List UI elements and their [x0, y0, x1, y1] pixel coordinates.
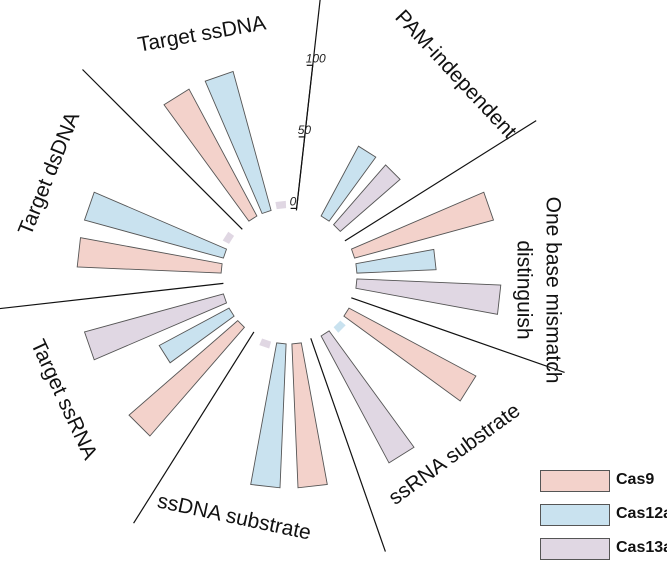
- radial-axis: 0 50 100: [290, 51, 326, 209]
- radial-tick-label-0: 0: [290, 194, 297, 208]
- group-label-target-ssrna: Target ssRNA: [26, 336, 102, 463]
- bar-target-ssrna-cas9: [128, 319, 246, 437]
- radial-tick-label-100: 100: [306, 51, 326, 65]
- bar-target-ssrna-cas12a: [158, 307, 235, 364]
- group-separator: [344, 120, 537, 242]
- legend-label-cas13a: Cas13a: [616, 539, 667, 556]
- group-label-one-base-mismatch-distinguish-line-1: One base mismatch: [541, 197, 564, 384]
- group-separator: [351, 297, 565, 373]
- legend-item-cas12a: Cas12a: [537, 500, 667, 534]
- legend: Cas9 Cas12a Cas13a: [537, 466, 667, 568]
- bar-one-base-mismatch-distinguish-cas12a: [355, 248, 437, 274]
- group-label-target-ssdna: Target ssDNA: [136, 11, 268, 56]
- bar-ssdna-substrate-cas9: [291, 342, 328, 489]
- bar-ssrna-substrate-cas9: [343, 307, 477, 402]
- bar-target-dsdna-cas13a: [222, 231, 235, 244]
- legend-swatch-cas13a: [540, 538, 610, 560]
- bar-ssdna-substrate-cas13a: [259, 338, 272, 349]
- radial-tick-label-50: 50: [298, 123, 312, 137]
- legend-swatch-cas12a: [540, 504, 610, 526]
- group-label-one-base-mismatch-distinguish-line-2: distinguish: [512, 240, 535, 339]
- legend-label-cas9: Cas9: [616, 471, 655, 488]
- group-separator: [310, 338, 386, 552]
- group-separator: [0, 282, 224, 310]
- group-label-ssdna-substrate: ssDNA substrate: [155, 490, 313, 545]
- group-separator: [82, 69, 243, 230]
- group-label-pam-independent: PAM-independent: [390, 6, 521, 144]
- legend-label-cas12a: Cas12a: [616, 505, 667, 522]
- legend-item-cas13a: Cas13a: [537, 534, 667, 568]
- bar-target-ssrna-cas13a: [83, 293, 228, 361]
- group-separators: [0, 0, 565, 552]
- bar-target-ssdna-cas13a: [275, 200, 287, 210]
- bar-one-base-mismatch-distinguish-cas9: [350, 191, 495, 259]
- bar-pam-independent-cas12a: [320, 145, 377, 222]
- bar-target-ssdna-cas9: [163, 88, 258, 222]
- group-separator: [133, 331, 255, 524]
- bar-target-dsdna-cas12a: [83, 191, 228, 259]
- group-label-ssrna-substrate: ssRNA substrate: [384, 399, 524, 510]
- bar-ssrna-substrate-cas12a: [333, 320, 346, 333]
- bar-ssrna-substrate-cas13a: [320, 330, 415, 464]
- legend-swatch-cas9: [540, 470, 610, 492]
- group-label-target-dsdna: Target dsDNA: [14, 109, 84, 239]
- bar-ssdna-substrate-cas12a: [250, 342, 287, 489]
- bars: [76, 70, 502, 489]
- bar-pam-independent-cas13a: [332, 164, 401, 233]
- bar-one-base-mismatch-distinguish-cas13a: [355, 278, 502, 315]
- legend-item-cas9: Cas9: [537, 466, 665, 500]
- bar-target-ssdna-cas12a: [204, 70, 272, 215]
- bar-target-dsdna-cas9: [76, 237, 223, 274]
